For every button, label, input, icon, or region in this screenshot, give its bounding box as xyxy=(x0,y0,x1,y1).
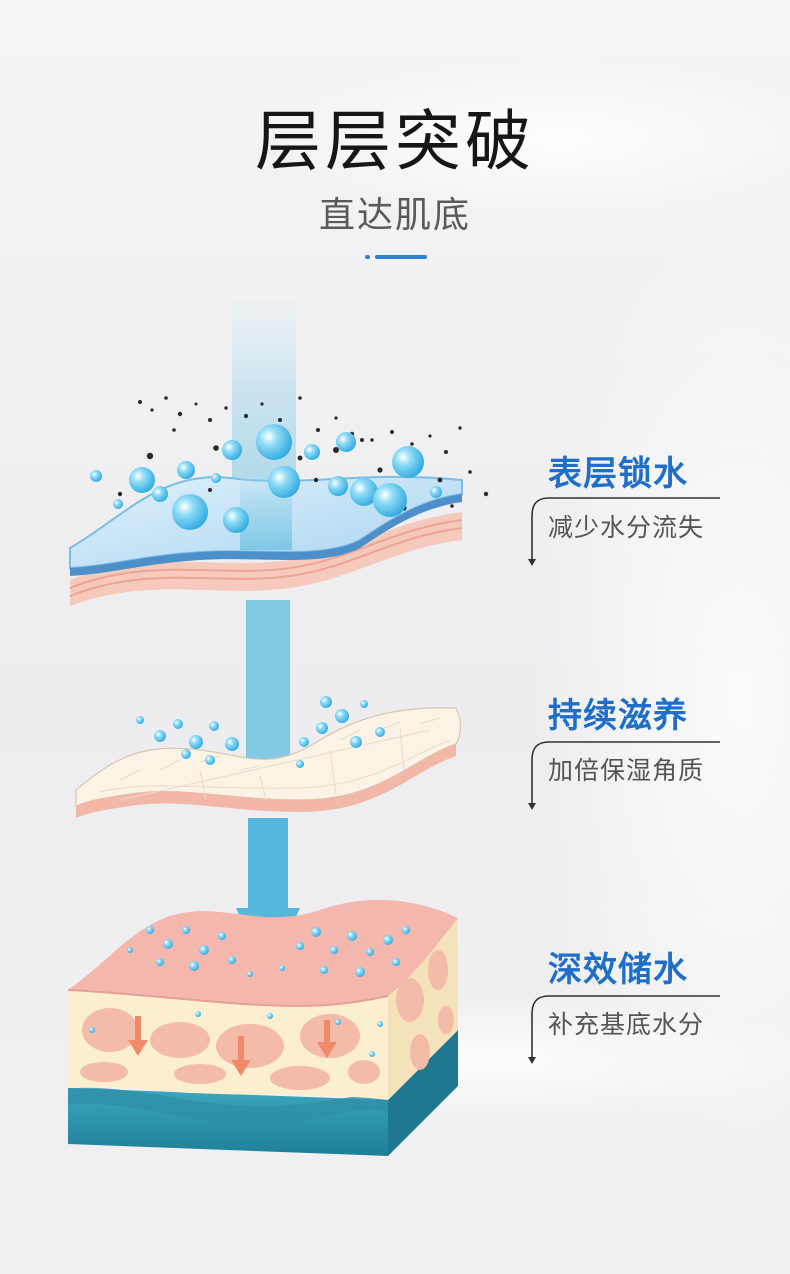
layer-1-desc: 减少水分流失 xyxy=(548,513,705,542)
beam-lower xyxy=(248,818,288,910)
layer-2-title: 持续滋养 xyxy=(548,696,688,736)
page-subtitle: 直达肌底 xyxy=(318,195,471,236)
layer-top-pink xyxy=(69,512,463,606)
divider-bar xyxy=(375,255,427,259)
page-title: 层层突破 xyxy=(255,103,535,180)
title-divider xyxy=(365,255,427,259)
layer-middle-sheet xyxy=(75,707,462,818)
layer-bottom-block xyxy=(67,899,458,1156)
water-bubbles-bottom xyxy=(89,926,410,1057)
beam-middle xyxy=(246,600,290,770)
absorption-arrows xyxy=(128,1016,337,1076)
layer-2-bracket xyxy=(528,741,720,810)
divider-dot xyxy=(365,255,370,259)
water-bubbles-middle xyxy=(136,696,385,768)
layer-1-bracket xyxy=(528,497,720,566)
layer-3-bracket xyxy=(528,995,720,1064)
layer-1-title: 表层锁水 xyxy=(548,454,688,494)
layer-3-title: 深效储水 xyxy=(548,950,688,990)
layer-3-desc: 补充基底水分 xyxy=(548,1010,705,1039)
water-bubbles-top xyxy=(90,424,442,533)
skin-layers-illustration xyxy=(67,300,489,1156)
layer-2-desc: 加倍保湿角质 xyxy=(548,756,705,785)
